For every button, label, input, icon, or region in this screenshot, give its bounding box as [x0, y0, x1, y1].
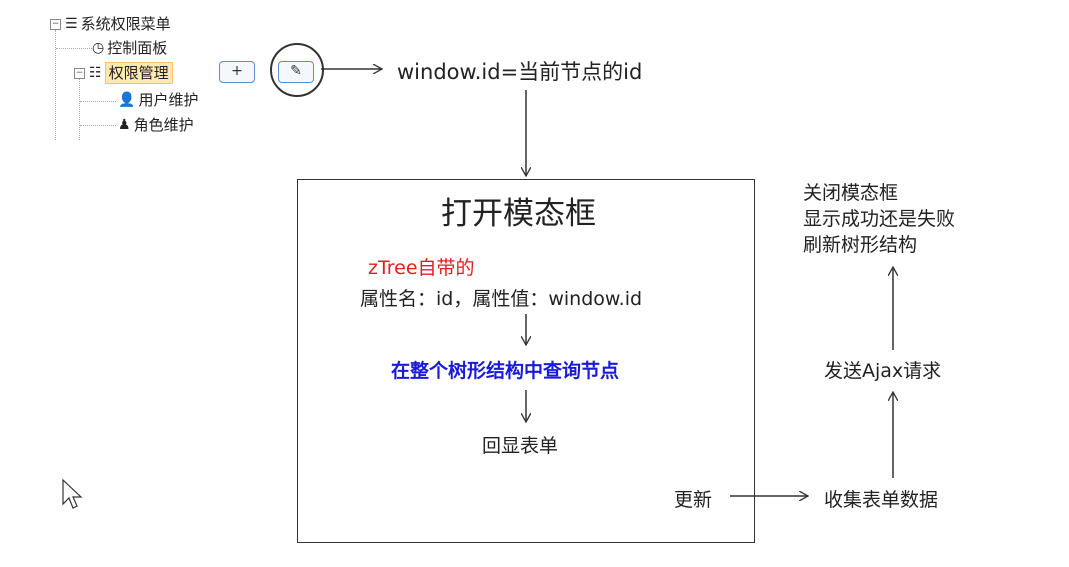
result-line: 显示成功还是失败: [803, 208, 956, 230]
tree-connector: [55, 30, 56, 140]
tree-connector: [56, 48, 92, 49]
tree-node-label: 角色维护: [133, 116, 194, 134]
echo-form-step: 回显表单: [482, 435, 559, 457]
tree-node-dashboard[interactable]: ◷ 控制面板: [92, 38, 167, 58]
clock-icon: ◷: [92, 40, 105, 56]
edit-node-button[interactable]: ✎: [278, 61, 314, 83]
update-step: 更新: [674, 489, 713, 511]
tree-node-root[interactable]: − ☰ 系统权限菜单: [50, 14, 171, 34]
role-icon: ♟: [118, 117, 131, 133]
tree-connector: [80, 101, 116, 102]
send-ajax-step: 发送Ajax请求: [824, 360, 942, 382]
add-node-button[interactable]: +: [219, 61, 255, 83]
result-line: 刷新树形结构: [803, 234, 918, 256]
collapse-toggle[interactable]: −: [50, 18, 61, 30]
tree-node-label: 权限管理: [104, 62, 173, 84]
result-line: 关闭模态框: [803, 182, 899, 204]
tree-node-user-maintenance[interactable]: 👤 用户维护: [118, 90, 198, 110]
highlight-circle: [270, 43, 324, 97]
collapse-toggle[interactable]: −: [74, 67, 85, 79]
list-icon: ☰: [65, 16, 78, 32]
tree-node-permission-management[interactable]: − ☷ 权限管理: [74, 62, 173, 84]
user-icon: 👤: [118, 92, 136, 108]
tree-connector: [79, 78, 80, 140]
tree-node-role-maintenance[interactable]: ♟ 角色维护: [118, 115, 194, 135]
window-id-note: window.id=当前节点的id: [397, 60, 643, 84]
query-node-step: 在整个树形结构中查询节点: [391, 360, 620, 382]
modal-box: [297, 179, 755, 543]
tree-node-label: 用户维护: [138, 91, 199, 109]
tree-connector: [80, 125, 116, 126]
ztree-note: zTree自带的: [368, 257, 475, 279]
tree-node-label: 系统权限菜单: [80, 15, 171, 33]
attr-line: 属性名：id，属性值：window.id: [360, 288, 643, 310]
modal-title: 打开模态框: [441, 196, 596, 232]
tree-node-label: 控制面板: [107, 39, 168, 57]
collect-form-step: 收集表单数据: [824, 489, 939, 511]
result-steps: 关闭模态框 显示成功还是失败 刷新树形结构: [803, 180, 955, 258]
server-icon: ☷: [89, 65, 102, 81]
